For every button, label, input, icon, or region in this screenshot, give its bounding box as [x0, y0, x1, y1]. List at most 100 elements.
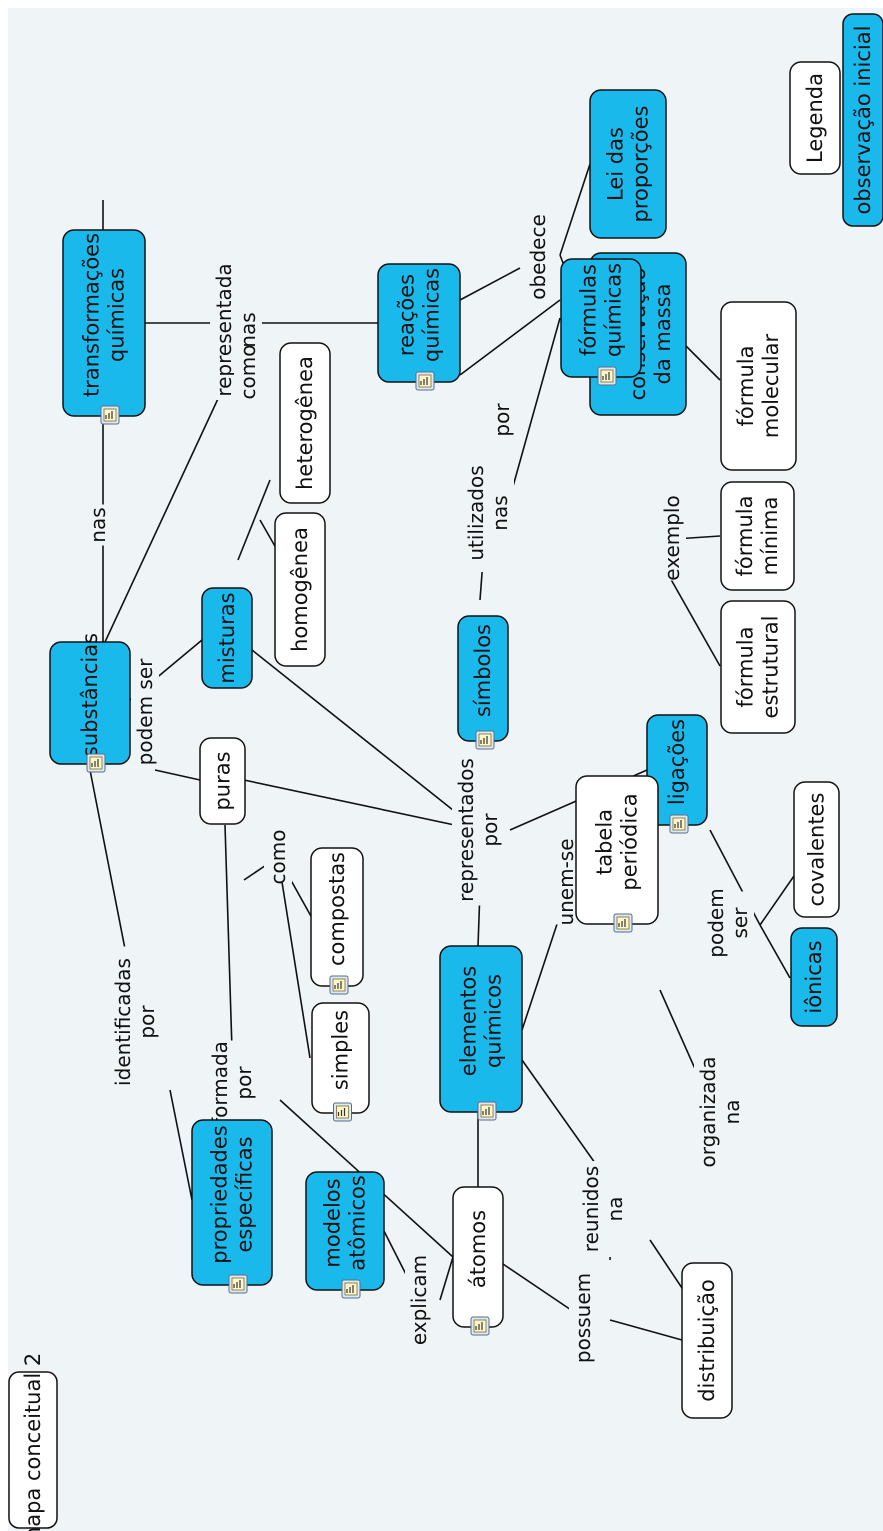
- resource-icon[interactable]: [415, 371, 435, 391]
- concept-box[interactable]: [720, 600, 796, 734]
- resource-icon[interactable]: [333, 1102, 352, 1122]
- concept-homogenea-label: homogênea: [288, 527, 312, 652]
- link-como-misturas-text: como: [236, 345, 260, 400]
- concept-elementos-text: químicos: [482, 974, 506, 1068]
- resource-icon[interactable]: [477, 1101, 497, 1121]
- map-connector: [243, 779, 479, 831]
- concept-formula-molecular[interactable]: [720, 301, 797, 471]
- link-obedece-text: obedece: [526, 214, 550, 300]
- link-podem-ser-text: podem ser: [133, 658, 157, 765]
- link-label-bg: [702, 891, 754, 955]
- concept-modelos-text: atômicos: [346, 1175, 370, 1271]
- link-label-bg: [524, 214, 552, 300]
- concept-distribuicao-text: distribuição: [695, 1279, 719, 1402]
- resource-icon[interactable]: [100, 405, 120, 425]
- legend-initial-observation[interactable]: [842, 13, 883, 227]
- concept-box[interactable]: [720, 481, 795, 591]
- concept-covalentes-text: covalentes: [805, 793, 829, 907]
- resource-icon[interactable]: [613, 913, 633, 933]
- concept-formula-minima[interactable]: [720, 481, 795, 591]
- link-como-misturas-label: como: [236, 345, 260, 400]
- resource-icon[interactable]: [329, 975, 349, 995]
- concept-propriedades-text: propriedades: [208, 1125, 232, 1263]
- concept-lei-proporcoes[interactable]: [589, 89, 667, 239]
- link-label-bg: [264, 831, 292, 883]
- concept-box[interactable]: [790, 927, 838, 1027]
- concept-box[interactable]: [589, 89, 667, 239]
- resource-icon[interactable]: [86, 753, 106, 773]
- concept-heterogenea[interactable]: [279, 342, 331, 504]
- link-label-bg: [234, 346, 262, 398]
- title-box: [8, 1371, 58, 1529]
- concept-homogenea[interactable]: [274, 512, 326, 667]
- concept-formula-estrutural-text: estrutural: [759, 616, 783, 719]
- concept-distribuicao-label: distribuição: [695, 1279, 719, 1402]
- resource-icon[interactable]: [228, 1274, 248, 1294]
- resource-icon[interactable]: [597, 366, 617, 386]
- resource-icon[interactable]: [669, 814, 689, 834]
- concept-box[interactable]: [720, 301, 797, 471]
- resource-icon[interactable]: [470, 1316, 490, 1336]
- concept-box[interactable]: [274, 512, 326, 667]
- link-explicam-label: explicam: [407, 1255, 431, 1345]
- link-label-bg: [109, 946, 161, 1098]
- legend-item-text: observação inicial: [851, 26, 875, 215]
- link-representada-nas-text: representada: [212, 263, 236, 396]
- concept-formula-molecular-text: molecular: [759, 334, 783, 439]
- concept-heterogenea-text: heterogênea: [293, 356, 317, 490]
- link-label-bg: [452, 754, 504, 906]
- link-como-puras-text: como: [266, 830, 290, 885]
- concept-covalentes[interactable]: [793, 781, 840, 918]
- concept-tabela-text: periódica: [618, 793, 642, 890]
- legend-title-label: Legenda: [803, 73, 827, 163]
- concept-box[interactable]: [793, 781, 840, 918]
- concept-substancias-text: substâncias: [78, 633, 102, 757]
- concept-box[interactable]: [199, 737, 246, 825]
- concept-box[interactable]: [681, 1262, 733, 1419]
- concept-heterogenea-label: heterogênea: [293, 356, 317, 490]
- link-label-bg: [84, 504, 112, 546]
- concept-box[interactable]: [279, 342, 331, 504]
- resource-icon[interactable]: [341, 1279, 361, 1299]
- concept-formula-estrutural[interactable]: [720, 600, 796, 734]
- concept-box[interactable]: [201, 587, 253, 689]
- link-podem-ser-lig-text: podem: [704, 888, 728, 957]
- link-reunidos-na-text: reunidos: [579, 1166, 603, 1252]
- link-formada-por-text: formada: [208, 1041, 232, 1125]
- concept-simples-text: simples: [329, 1010, 353, 1090]
- link-nas-text: nas: [86, 507, 110, 542]
- concept-distribuicao[interactable]: [681, 1262, 733, 1419]
- concept-compostas-label: compostas: [325, 852, 349, 966]
- map-connector: [609, 1319, 683, 1341]
- map-connector: [659, 989, 701, 1081]
- concept-puras-label: puras: [211, 751, 235, 810]
- map-connector: [759, 924, 791, 979]
- concept-ligacoes-text: ligações: [665, 719, 689, 805]
- map-connector: [459, 267, 521, 301]
- link-reunidos-na-text: na: [603, 1197, 627, 1222]
- concept-lei-conservacao-text: da massa: [651, 284, 675, 385]
- concept-ionicas[interactable]: [790, 927, 838, 1027]
- concept-misturas[interactable]: [201, 587, 253, 689]
- concept-simbolos-label: símbolos: [471, 624, 495, 717]
- link-como-puras-label: como: [266, 830, 290, 885]
- link-explicam-text: explicam: [407, 1255, 431, 1345]
- link-label-bg: [405, 1252, 433, 1348]
- concept-transformacoes-text: transformações: [80, 233, 104, 397]
- resource-icon[interactable]: [475, 730, 495, 750]
- link-organizada-na-text: organizada: [696, 1057, 720, 1168]
- map-connector: [169, 1089, 193, 1201]
- map-connector: [459, 299, 561, 376]
- concept-puras[interactable]: [199, 737, 246, 825]
- map-connector: [104, 359, 237, 643]
- concept-homogenea-text: homogênea: [288, 527, 312, 652]
- link-exemplo-label: exemplo: [660, 495, 684, 580]
- link-utilizados-nas-text: nas: [488, 495, 512, 530]
